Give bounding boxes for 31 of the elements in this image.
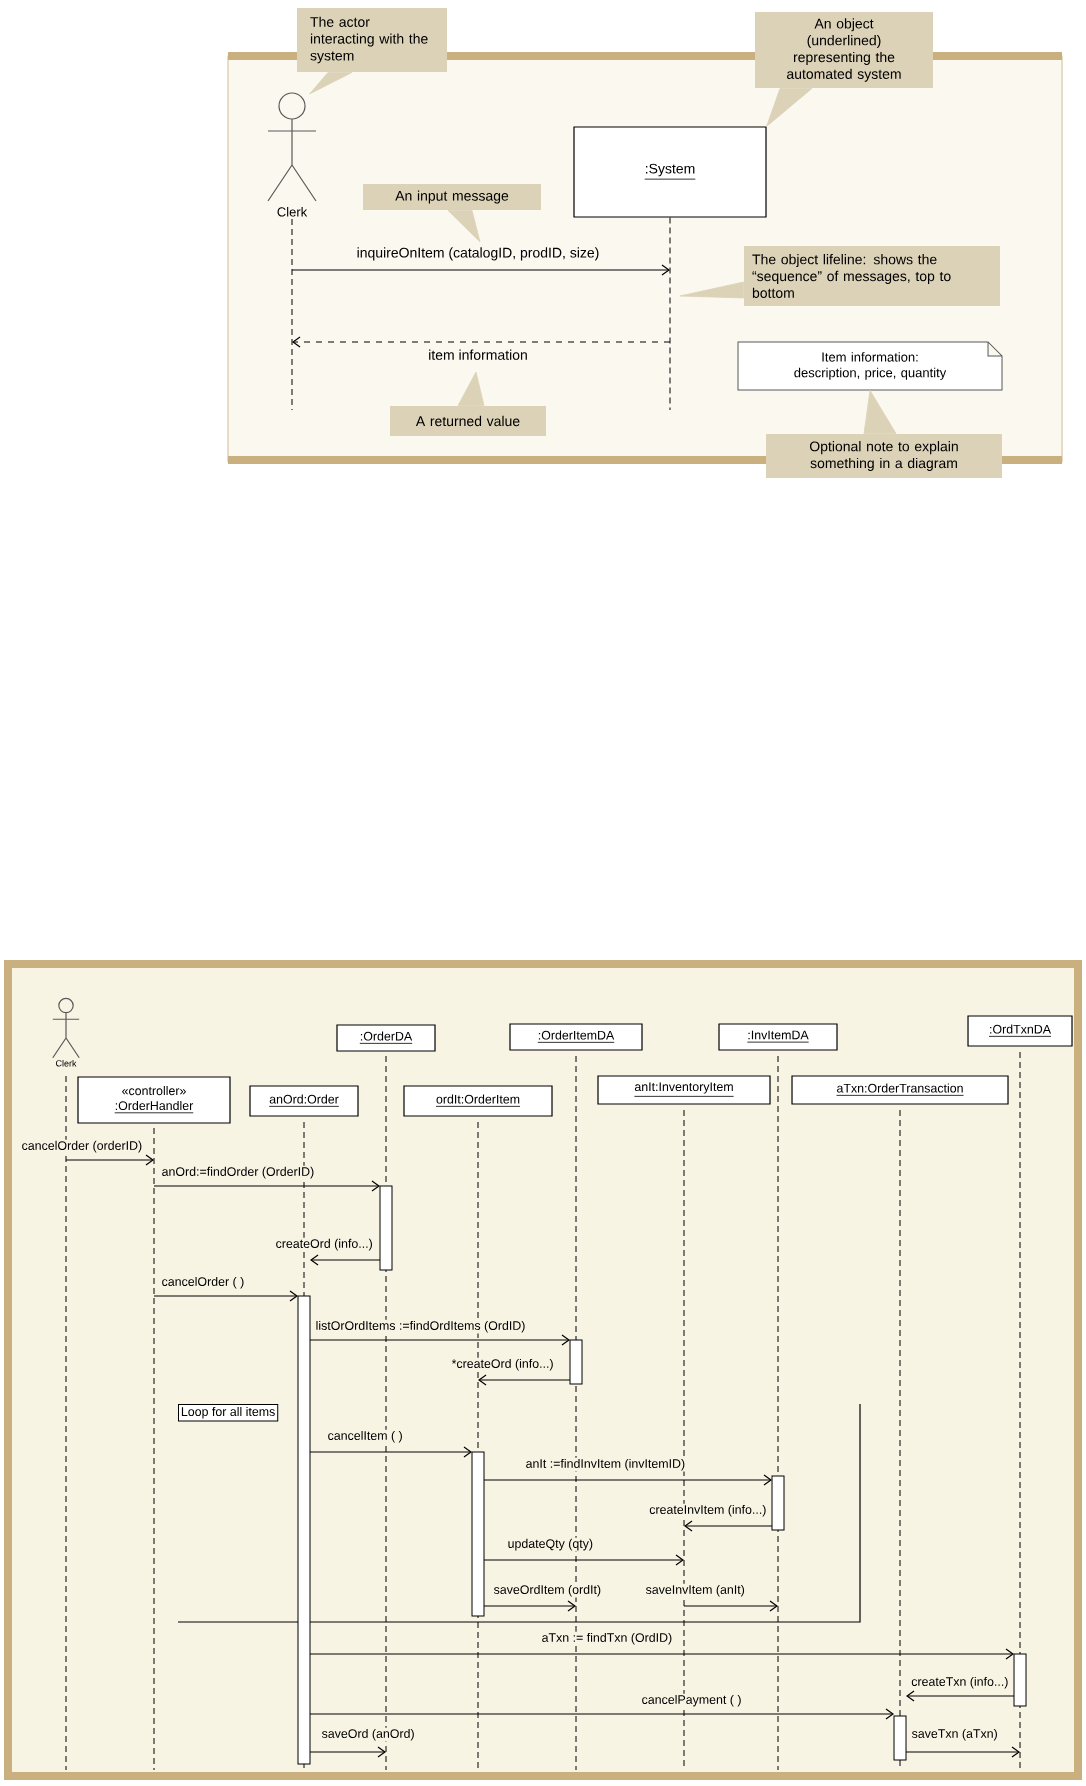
message-arrow (483, 1600, 576, 1612)
lifeline (771, 1055, 785, 1771)
lifeline (153, 1127, 155, 1771)
message-arrow (310, 1254, 381, 1266)
lifeline (683, 1109, 685, 1771)
callout-pointer (766, 88, 813, 127)
message-arrow (153, 1290, 298, 1302)
message-arrow (483, 1474, 772, 1486)
message-arrow (292, 336, 671, 348)
message-arrow (309, 1746, 386, 1758)
message-arrow (309, 1708, 894, 1720)
callout-pointer (447, 210, 481, 243)
callout-pointer (457, 371, 485, 406)
lifeline (893, 1109, 907, 1771)
message-arrow (309, 1446, 472, 1458)
message-arrow (65, 1154, 154, 1166)
message-arrow (153, 1180, 380, 1192)
message-arrow (309, 1648, 1014, 1660)
message-arrow (309, 1334, 570, 1346)
message-arrow (483, 1554, 684, 1566)
message-arrow (684, 1520, 773, 1532)
lifeline (65, 1075, 67, 1771)
callout-pointer (309, 72, 353, 95)
lifeline (1013, 1051, 1027, 1771)
message-arrow (905, 1746, 1020, 1758)
message-arrow (683, 1600, 778, 1612)
message-arrow (478, 1374, 571, 1386)
callout-pointer (679, 281, 744, 299)
message-arrow (906, 1690, 1015, 1702)
message-arrow (291, 264, 670, 276)
callout-pointer (863, 390, 897, 434)
